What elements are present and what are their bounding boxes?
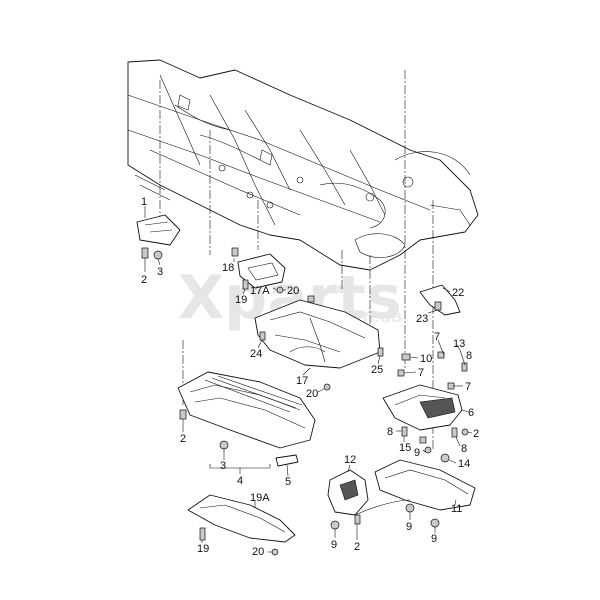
label-14: 14 xyxy=(458,458,470,470)
label-18: 18 xyxy=(222,262,234,274)
bolt-2c xyxy=(179,409,187,420)
bolt-25 xyxy=(377,347,384,357)
screw-20b xyxy=(323,383,331,391)
label-8c: 8 xyxy=(461,443,467,455)
label-20c: 20 xyxy=(252,546,264,558)
label-8b: 8 xyxy=(387,426,393,438)
label-7c: 7 xyxy=(465,381,471,393)
label-20a: 20 xyxy=(287,285,299,297)
bolt-2d xyxy=(354,514,361,525)
label-7a: 7 xyxy=(418,367,424,379)
label-19a: 19 xyxy=(235,294,247,306)
label-9d: 9 xyxy=(431,533,437,545)
bolt-2 xyxy=(141,247,149,259)
label-2c: 2 xyxy=(180,433,186,445)
label-6: 6 xyxy=(468,407,474,419)
bolt-19b xyxy=(199,527,206,541)
shield-17a xyxy=(237,253,286,289)
nut-2b xyxy=(461,428,469,436)
nut-14 xyxy=(440,453,450,463)
nut-9a xyxy=(424,446,432,454)
label-5: 5 xyxy=(285,476,291,488)
label-2a: 2 xyxy=(141,274,147,286)
label-1: 1 xyxy=(141,196,147,208)
label-9c: 9 xyxy=(406,521,412,533)
callout-labels: 1 2 3 18 19 17A 20 22 23 24 17 20 25 10 … xyxy=(141,196,479,558)
label-19A: 19A xyxy=(250,492,270,504)
bracket-1 xyxy=(136,214,181,246)
center-shield-17 xyxy=(254,299,381,369)
shield-6-vent xyxy=(419,397,456,419)
label-9a: 9 xyxy=(414,447,420,459)
bolt-23 xyxy=(434,301,442,311)
label-2d: 2 xyxy=(354,541,360,553)
label-4: 4 xyxy=(237,475,243,487)
label-3a: 3 xyxy=(157,266,163,278)
label-7b: 7 xyxy=(434,331,440,343)
bolt-8b xyxy=(401,426,408,437)
nut-9b xyxy=(330,520,340,530)
label-24: 24 xyxy=(250,348,262,360)
clip-top xyxy=(307,295,315,303)
label-23: 23 xyxy=(416,313,428,325)
vehicle-underbody xyxy=(127,59,479,271)
label-22: 22 xyxy=(452,287,464,299)
label-15: 15 xyxy=(399,442,411,454)
nut-3b xyxy=(219,440,229,450)
leader-lines xyxy=(144,206,473,553)
label-11: 11 xyxy=(451,503,462,515)
nut-9d xyxy=(430,518,440,528)
nut-3 xyxy=(153,250,163,260)
screw-20a xyxy=(276,286,284,294)
label-13: 13 xyxy=(453,338,465,350)
label-25: 25 xyxy=(371,364,383,376)
label-9b: 9 xyxy=(331,539,337,551)
bolt-19 xyxy=(242,279,249,290)
label-17a: 17A xyxy=(250,285,270,297)
screw-20c xyxy=(271,548,279,556)
lower-shield-19a xyxy=(187,494,296,543)
clip-7a xyxy=(397,369,405,377)
label-8a: 8 xyxy=(466,350,472,362)
label-12: 12 xyxy=(344,454,356,466)
label-20b: 20 xyxy=(306,388,318,400)
label-19b: 19 xyxy=(197,543,209,555)
label-2b: 2 xyxy=(473,428,479,440)
bolt-24 xyxy=(259,331,266,341)
clip-18 xyxy=(231,247,239,257)
rear-shield-11 xyxy=(374,459,476,511)
front-shield-4 xyxy=(177,371,316,449)
label-3b: 3 xyxy=(220,460,226,472)
label-10: 10 xyxy=(420,353,432,365)
clip-10 xyxy=(401,353,411,361)
clip-15 xyxy=(419,436,427,444)
bolt-8c xyxy=(451,427,458,438)
label-17: 17 xyxy=(296,375,308,387)
clip-5 xyxy=(275,454,299,467)
nut-9c xyxy=(405,503,415,513)
bracket-22 xyxy=(419,284,461,316)
